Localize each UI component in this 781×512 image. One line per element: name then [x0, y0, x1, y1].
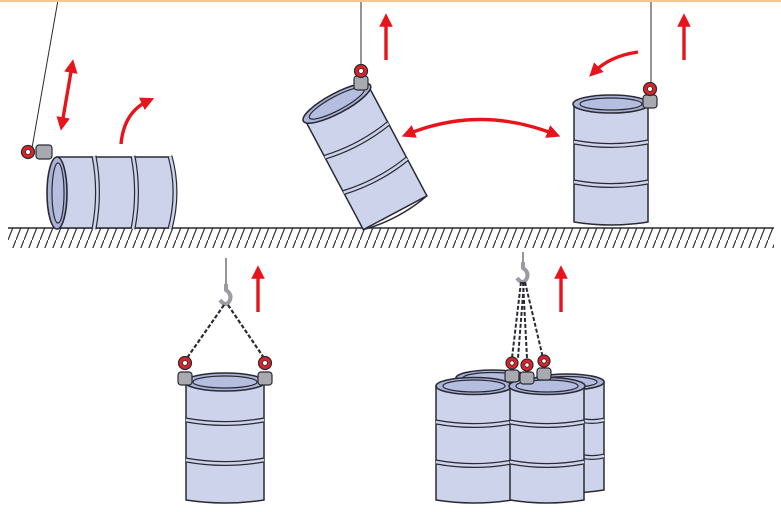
- lifting-chain: [524, 281, 544, 359]
- lifting-chain: [227, 304, 265, 359]
- horizontal-drum-lift: [20, 0, 178, 230]
- tilted-drum-swing: [302, 0, 561, 231]
- steel-drum-icon: [508, 376, 586, 504]
- lifting-chain: [511, 281, 522, 359]
- drum-lifting-clamp-icon: [519, 358, 535, 385]
- steel-drum-icon: [572, 94, 650, 226]
- drum-lifting-clamp-icon: [642, 81, 658, 109]
- red-direction-arrow-icon: [119, 97, 155, 145]
- drum-lifting-clamp-icon: [353, 63, 369, 91]
- drum-lifting-clamp-icon: [177, 355, 193, 386]
- lifting-chain: [186, 304, 225, 359]
- red-direction-arrow-icon: [401, 117, 561, 138]
- lifting-chain: [517, 281, 525, 359]
- drum-lifting-clamp-icon: [257, 355, 273, 386]
- steel-drum-icon: [435, 376, 513, 504]
- ground-hatch-icon: [8, 228, 774, 248]
- drum-lifting-clamp-icon: [536, 354, 552, 381]
- upright-drum-lift: [572, 0, 691, 226]
- lifting-cable: [31, 0, 59, 149]
- crane-hook-icon: [218, 284, 233, 306]
- four-leg-chain-four-drums: [435, 252, 605, 504]
- red-direction-arrow-icon: [56, 59, 78, 131]
- drum-lifting-clamp-icon: [504, 356, 520, 383]
- drum-lifting-clamp-icon: [20, 144, 53, 160]
- red-direction-arrow-icon: [589, 50, 639, 77]
- lifting-chain: [522, 281, 528, 359]
- steel-drum-icon: [46, 155, 178, 230]
- crane-hook-icon: [515, 262, 530, 284]
- top-edge-line: [0, 0, 781, 2]
- two-leg-chain-single-drum: [177, 258, 273, 504]
- steel-drum-icon: [184, 372, 266, 504]
- ground: [8, 227, 774, 248]
- steel-drum-icon: [302, 82, 428, 231]
